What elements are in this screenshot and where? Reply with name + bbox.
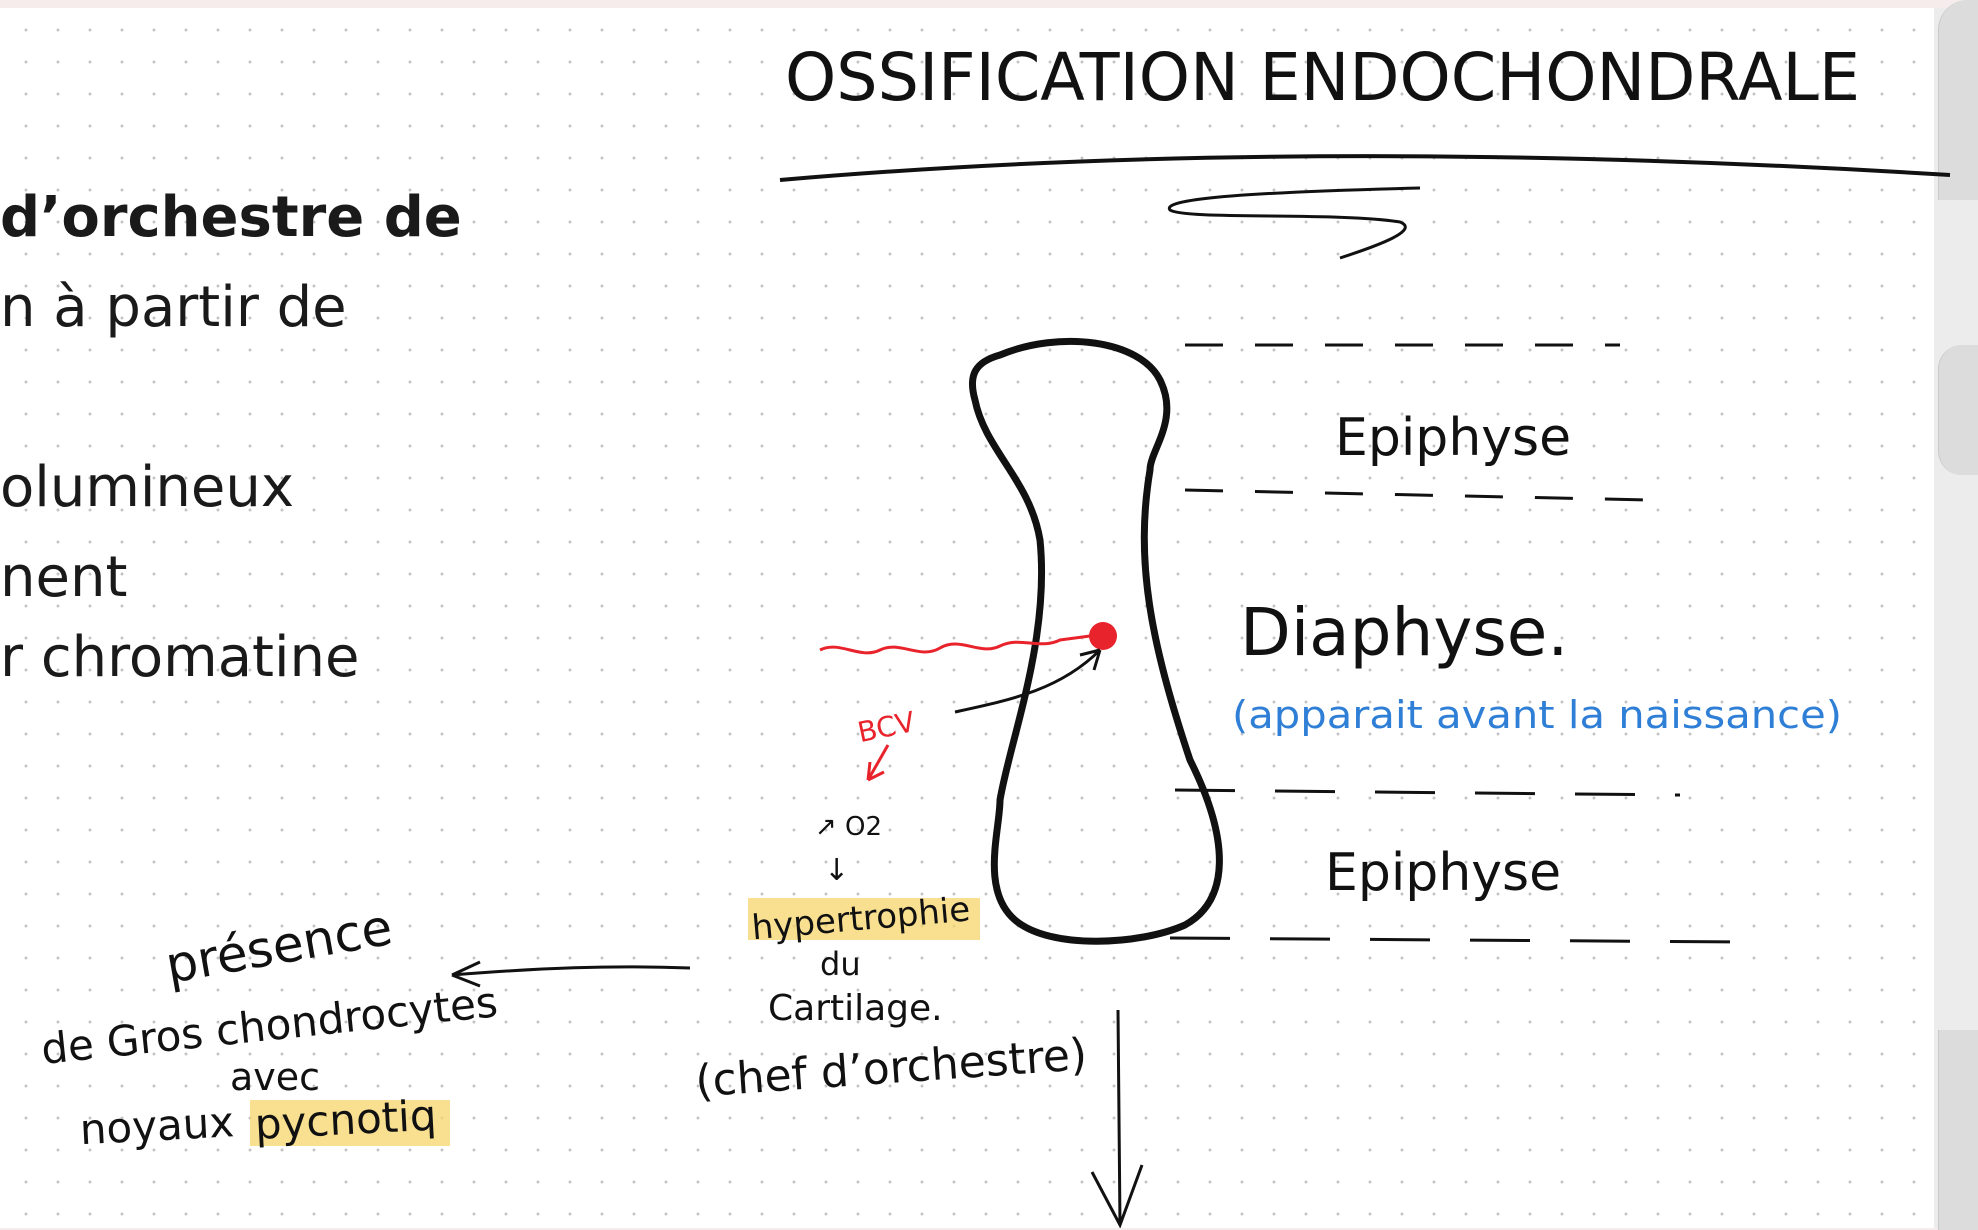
sketch-title: OSSIFICATION ENDOCHONDRALE bbox=[785, 39, 1860, 116]
red-dot-icon bbox=[1089, 622, 1117, 650]
red-wave-arrow bbox=[819, 634, 1091, 655]
note-line: olumineux bbox=[0, 455, 294, 520]
title-underline bbox=[779, 154, 1951, 182]
presence-label: noyaux bbox=[79, 1097, 236, 1154]
presence-label: présence bbox=[161, 898, 396, 995]
left-arrow bbox=[451, 960, 691, 988]
side-strip bbox=[1934, 8, 1978, 1228]
note-line: d’orchestre de bbox=[0, 185, 462, 250]
epiphyse-bottom-label: Epiphyse bbox=[1325, 843, 1561, 903]
bone-outline-icon bbox=[968, 337, 1223, 945]
dashed-line bbox=[1184, 488, 1651, 502]
note-line: nent bbox=[0, 545, 128, 610]
epiphyse-top-label: Epiphyse bbox=[1335, 408, 1571, 468]
down-arrow bbox=[1090, 1009, 1144, 1228]
o2-label: ↗ O2 bbox=[815, 812, 882, 842]
bcv-label: BCV bbox=[855, 705, 918, 749]
dashed-line bbox=[1174, 788, 1681, 797]
black-arrow bbox=[954, 648, 1102, 714]
chef-label: (chef d’orchestre) bbox=[694, 1029, 1089, 1107]
small-down-arrow: ↓ bbox=[824, 853, 849, 888]
du-label: du bbox=[820, 945, 861, 983]
title-swirl bbox=[1167, 186, 1421, 260]
note-line: n à partir de bbox=[0, 275, 347, 340]
side-tab[interactable] bbox=[1938, 1030, 1978, 1230]
presence-label: avec bbox=[230, 1055, 320, 1099]
side-tab[interactable] bbox=[1938, 0, 1978, 200]
red-arrow bbox=[866, 744, 890, 782]
dashed-line bbox=[1169, 936, 1741, 944]
notebook-page bbox=[0, 8, 1934, 1228]
diaphyse-label: Diaphyse. bbox=[1240, 594, 1568, 671]
note-line: r chromatine bbox=[0, 625, 360, 690]
highlight bbox=[748, 898, 980, 940]
cartilage-label: Cartilage. bbox=[768, 988, 943, 1029]
side-tab[interactable] bbox=[1938, 345, 1978, 475]
diaphyse-note: (apparait avant la naissance) bbox=[1232, 693, 1842, 737]
presence-label: pycnotiq bbox=[254, 1091, 438, 1149]
highlight bbox=[250, 1100, 450, 1146]
